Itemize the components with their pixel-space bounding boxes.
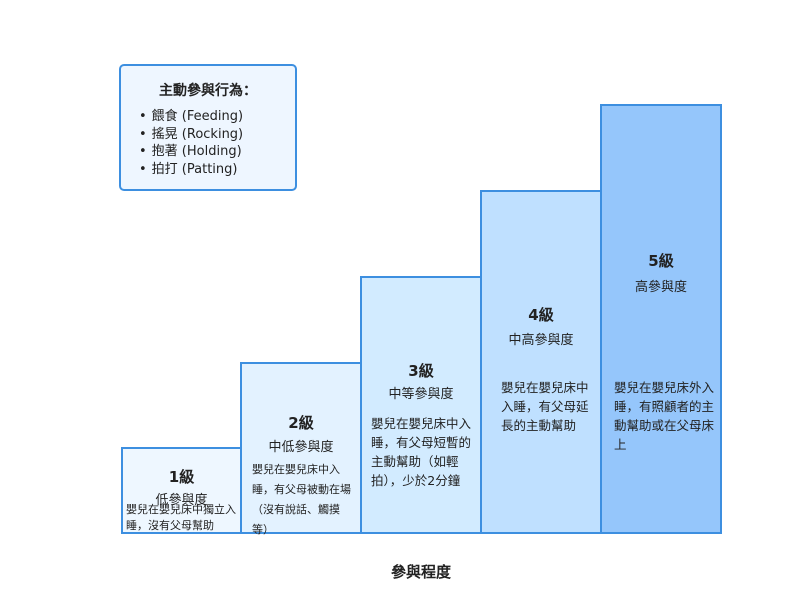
step-level-label: 3級	[408, 362, 434, 380]
step-level-5: 5級 高參與度 嬰兒在嬰兒床外入睡，有照顧者的主動幫助或在父母床上	[600, 104, 722, 534]
step-level-description: 嬰兒在嬰兒床中獨立入睡，沒有父母幫助	[126, 503, 236, 532]
step-level-1: 1級 低參與度 嬰兒在嬰兒床中獨立入睡，沒有父母幫助	[121, 447, 242, 534]
step-level-label: 2級	[288, 414, 314, 432]
legend-item-feeding: 餵食 (Feeding)	[139, 108, 243, 126]
step-level-description: 嬰兒在嬰兒床外入睡，有照顧者的主動幫助或在父母床上	[614, 380, 715, 452]
step-level-description: 嬰兒在嬰兒床中入睡，有父母延長的主動幫助	[501, 380, 589, 433]
step-level-description: 嬰兒在嬰兒床中入睡，有父母短暫的主動幫助（如輕拍），少於2分鐘	[371, 416, 472, 488]
legend-item-rocking: 搖晃 (Rocking)	[139, 126, 243, 144]
step-level-label: 4級	[528, 306, 554, 324]
step-level-3: 3級 中等參與度 嬰兒在嬰兒床中入睡，有父母短暫的主動幫助（如輕拍），少於2分鐘	[360, 276, 482, 534]
step-level-label: 1級	[168, 468, 195, 486]
step-level-description: 嬰兒在嬰兒床中入睡，有父母被動在場（沒有說話、觸摸等）	[252, 463, 351, 536]
step-level-name: 高參與度	[634, 280, 687, 295]
step-level-label: 5級	[648, 252, 674, 270]
x-axis-label: 參與程度	[390, 563, 451, 581]
legend-item-patting: 拍打 (Patting)	[139, 161, 243, 179]
legend-title: 主動參與行為：	[159, 83, 257, 99]
step-level-2: 2級 中低參與度 嬰兒在嬰兒床中入睡，有父母被動在場（沒有說話、觸摸等）	[240, 362, 362, 536]
step-level-name: 中低參與度	[268, 440, 334, 455]
step-level-name: 中高參與度	[508, 333, 574, 348]
legend-list: 餵食 (Feeding) 搖晃 (Rocking) 抱著 (Holding) 拍…	[139, 108, 243, 178]
step-level-name: 低參與度	[155, 493, 208, 508]
step-level-4: 4級 中高參與度 嬰兒在嬰兒床中入睡，有父母延長的主動幫助	[480, 190, 602, 534]
legend-item-holding: 抱著 (Holding)	[139, 143, 243, 161]
legend-box: 主動參與行為： 餵食 (Feeding) 搖晃 (Rocking) 抱著 (Ho…	[119, 64, 297, 191]
step-level-name: 中等參與度	[388, 387, 454, 402]
